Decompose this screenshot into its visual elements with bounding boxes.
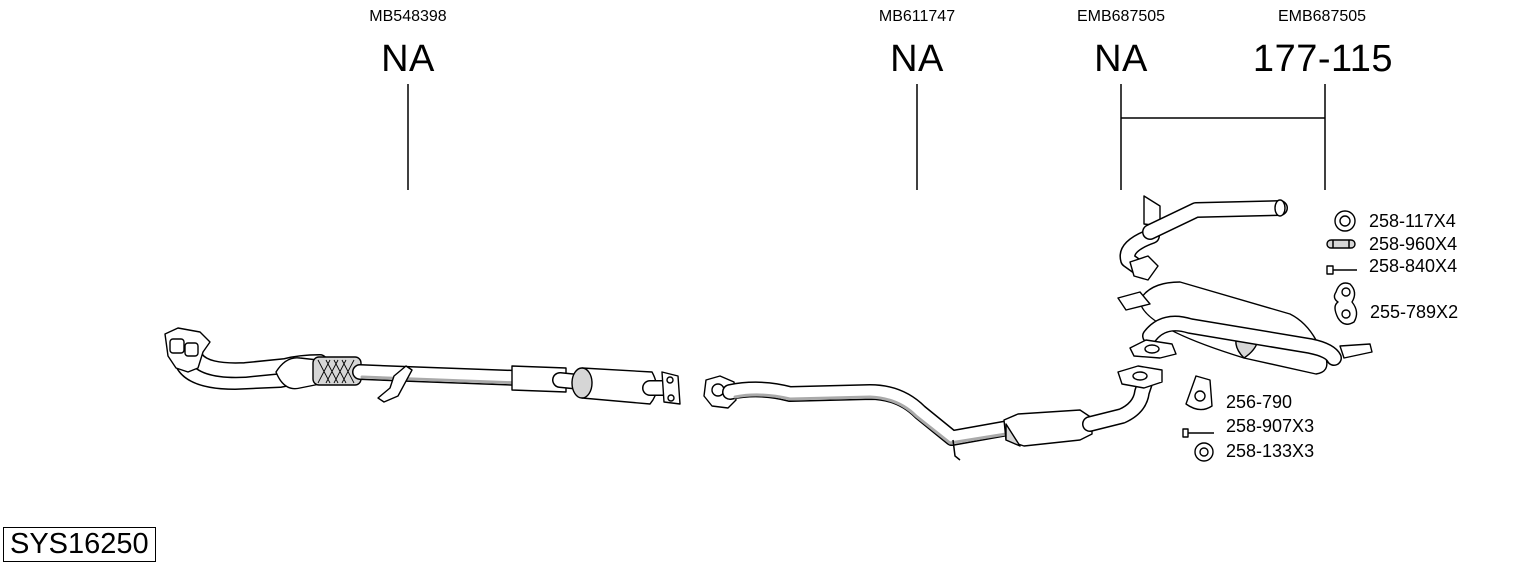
accessory-label[interactable]: 258-907X3 [1226, 416, 1315, 436]
accessory-label[interactable]: 258-117X4 [1369, 211, 1456, 231]
rubber-mount-icon [1326, 239, 1356, 249]
rear-silencer [1117, 195, 1373, 375]
triangle-gasket-icon [1185, 375, 1213, 411]
nut-ring-icon [1194, 442, 1214, 462]
front-pipe-catalyst [164, 327, 681, 405]
oem-number-4: EMB687505 [1277, 8, 1367, 25]
part-number-2[interactable]: NA [890, 38, 944, 80]
oem-number-3: EMB687505 [1076, 8, 1166, 25]
accessory-label[interactable]: 258-840X4 [1369, 256, 1458, 276]
part-number-1[interactable]: NA [381, 38, 435, 80]
part-number-3[interactable]: NA [1094, 38, 1148, 80]
accessory-label[interactable]: 258-133X3 [1226, 441, 1315, 461]
accessory-label[interactable]: 256-790 [1226, 392, 1293, 412]
accessory-label[interactable]: 258-960X4 [1369, 234, 1458, 254]
flange-gasket-icon [1333, 282, 1358, 325]
ring-gasket-icon [1334, 210, 1356, 232]
accessory-label[interactable]: 255-789X2 [1370, 302, 1459, 322]
intermediate-pipe [703, 365, 1163, 461]
part-number-4[interactable]: 177-115 [1252, 38, 1394, 80]
oem-number-2: MB611747 [878, 8, 956, 25]
bolt-icon [1182, 428, 1214, 438]
system-code-box: SYS16250 [3, 527, 156, 562]
oem-number-1: MB548398 [369, 8, 447, 25]
bolt-icon [1326, 265, 1357, 275]
